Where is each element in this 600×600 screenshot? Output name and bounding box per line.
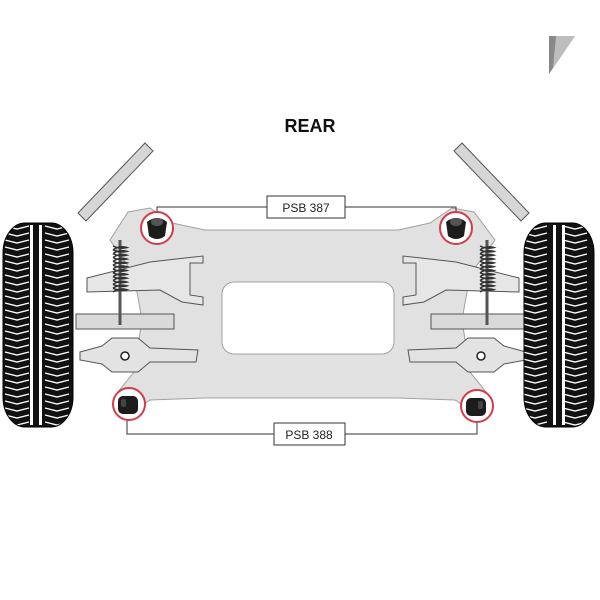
bushing-icon: [460, 389, 494, 423]
left-hub-carrier: [79, 337, 199, 373]
leader-lines-lower: [126, 420, 478, 435]
tyre-icon: [2, 222, 74, 428]
tyre-icon: [523, 222, 595, 428]
bushing-icon: [439, 211, 473, 245]
part-number-lower: PSB 388: [285, 428, 333, 442]
part-label-upper: PSB 387: [266, 195, 346, 219]
subframe-cutout: [221, 281, 395, 355]
part-label-lower: PSB 388: [273, 422, 346, 446]
bushing-icon: [140, 211, 174, 245]
coil-spring-icon: [479, 245, 497, 293]
bushing-icon: [112, 387, 146, 421]
subframe: [109, 207, 496, 411]
right-hub-carrier: [407, 337, 527, 373]
right-diagonal-strut: [453, 142, 530, 222]
right-lower-link: [430, 313, 530, 330]
diagram-title: REAR: [284, 116, 335, 136]
left-lower-link: [75, 313, 175, 330]
corner-logo-icon: [549, 36, 575, 74]
part-number-upper: PSB 387: [282, 201, 330, 215]
left-diagonal-strut: [77, 142, 154, 222]
right-upper-link: [402, 255, 520, 306]
coil-spring-icon: [112, 245, 130, 293]
left-upper-link: [86, 255, 204, 306]
